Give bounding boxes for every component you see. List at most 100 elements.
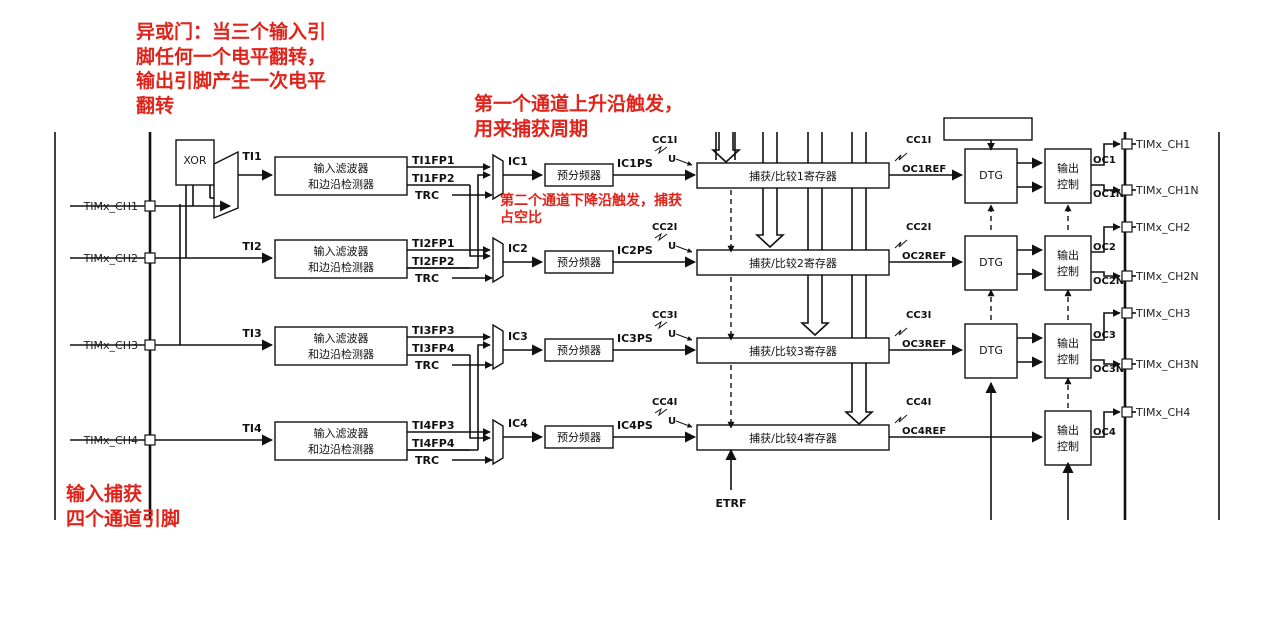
icps-label: IC2PS xyxy=(617,244,653,257)
input-pins-annotation: 输入捕获 四个通道引脚 xyxy=(66,483,181,530)
fp-label-a: TI1FP1 xyxy=(412,154,454,167)
right-pin-6[interactable] xyxy=(1121,358,1133,370)
filter-label-line1: 输入滤波器 xyxy=(314,331,369,345)
xor-gate xyxy=(175,139,215,186)
ti-label: TI2 xyxy=(242,240,261,253)
ic-label: IC4 xyxy=(508,417,528,430)
right-pin-2[interactable] xyxy=(1121,184,1133,196)
dtg-label: DTG xyxy=(979,344,1003,357)
cci-label: CC4I xyxy=(652,397,677,408)
capture-compare-register-1 xyxy=(696,162,890,189)
top-register-fragment xyxy=(943,117,1033,141)
etrf-label: ETRF xyxy=(715,497,746,510)
right-pin-label: TIMx_CH1 xyxy=(1135,138,1190,151)
right-pin-label: TIMx_CH2 xyxy=(1135,221,1190,234)
cci-label: CC3I xyxy=(652,310,677,321)
ti-label: TI1 xyxy=(242,150,261,163)
right-pin-7[interactable] xyxy=(1121,406,1133,418)
input-selector-mux-4 xyxy=(492,418,504,466)
dtg-block-3 xyxy=(964,323,1018,379)
cci-out-label: CC4I xyxy=(906,397,931,408)
channel-row-1: TIMx_CH1TI1输入滤波器和边沿检测器TI1FP1TI1FP2TRCIC1… xyxy=(70,135,1124,213)
left-pin-3[interactable] xyxy=(144,339,156,351)
filter-label-line1: 输入滤波器 xyxy=(314,161,369,175)
right-pin-label: TIMx_CH3N xyxy=(1135,358,1199,371)
ocref-label: OC3REF xyxy=(902,339,946,350)
ti-label: TI4 xyxy=(242,422,262,435)
right-pin-label: TIMx_CH3 xyxy=(1135,307,1190,320)
fp-label-b: TI3FP4 xyxy=(412,342,455,355)
filter-label-line2: 和边沿检测器 xyxy=(308,347,374,361)
oc-label: OC3 xyxy=(1093,330,1116,341)
fp-label-a: TI4FP3 xyxy=(412,419,454,432)
u-label: U xyxy=(668,416,676,427)
oc-label: OC2N xyxy=(1093,276,1124,287)
input-filter-block-4 xyxy=(274,421,408,461)
fp-label-a: TI2FP1 xyxy=(412,237,454,250)
filter-label-line2: 和边沿检测器 xyxy=(308,177,374,191)
dtg-label: DTG xyxy=(979,169,1003,182)
cci-out-label: CC3I xyxy=(906,310,931,321)
output-control-label-1: 输出 xyxy=(1057,336,1079,350)
fp-label-b: TI2FP2 xyxy=(412,255,454,268)
u-label: U xyxy=(668,329,676,340)
u-label: U xyxy=(668,241,676,252)
left-pin-1[interactable] xyxy=(144,200,156,212)
u-label: U xyxy=(668,154,676,165)
input-filter-block-3 xyxy=(274,326,408,366)
ocref-label: OC4REF xyxy=(902,426,946,437)
right-pin-5[interactable] xyxy=(1121,307,1133,319)
ic-label: IC1 xyxy=(508,155,528,168)
xor-label: XOR xyxy=(183,154,206,167)
filter-label-line2: 和边沿检测器 xyxy=(308,442,374,456)
ti-label: TI3 xyxy=(242,327,261,340)
cci-out-label: CC2I xyxy=(906,222,931,233)
right-pin-label: TIMx_CH4 xyxy=(1135,406,1190,419)
right-pin-label: TIMx_CH2N xyxy=(1135,270,1199,283)
left-pin-4[interactable] xyxy=(144,434,156,446)
trc-label: TRC xyxy=(415,359,439,372)
fp-label-a: TI3FP3 xyxy=(412,324,454,337)
cci-label: CC2I xyxy=(652,222,677,233)
prescaler-label: 预分频器 xyxy=(557,343,601,357)
filter-label-line2: 和边沿检测器 xyxy=(308,260,374,274)
right-pin-1[interactable] xyxy=(1121,138,1133,150)
input-filter-block-1 xyxy=(274,156,408,196)
output-control-label-1: 输出 xyxy=(1057,161,1079,175)
fp-label-b: TI4FP4 xyxy=(412,437,455,450)
trc-label: TRC xyxy=(415,272,439,285)
oc-label: OC3N xyxy=(1093,364,1124,375)
cci-out-label: CC1I xyxy=(906,135,931,146)
ic-label: IC2 xyxy=(508,242,528,255)
output-control-block-3 xyxy=(1044,323,1092,379)
dtg-block-1 xyxy=(964,148,1018,204)
capture-compare-register-2 xyxy=(696,249,890,276)
right-pin-label: TIMx_CH1N xyxy=(1135,184,1199,197)
input-filter-block-2 xyxy=(274,239,408,279)
output-control-label-2: 控制 xyxy=(1057,439,1079,453)
right-pin-4[interactable] xyxy=(1121,270,1133,282)
cc-register-label: 捕获/比较4寄存器 xyxy=(749,431,837,445)
input-selector-mux-3 xyxy=(492,323,504,371)
cc-register-label: 捕获/比较2寄存器 xyxy=(749,256,837,270)
output-control-block-2 xyxy=(1044,235,1092,291)
prescaler-label: 预分频器 xyxy=(557,430,601,444)
icps-label: IC1PS xyxy=(617,157,653,170)
trc-label: TRC xyxy=(415,189,439,202)
input-selector-mux-1 xyxy=(492,153,504,201)
right-pin-3[interactable] xyxy=(1121,221,1133,233)
cci-label: CC1I xyxy=(652,135,677,146)
capture-compare-register-3 xyxy=(696,337,890,364)
ocref-label: OC2REF xyxy=(902,251,946,262)
input-selector-mux-2 xyxy=(492,236,504,284)
prescaler-label: 预分频器 xyxy=(557,168,601,182)
left-pin-2[interactable] xyxy=(144,252,156,264)
cc-register-label: 捕获/比较3寄存器 xyxy=(749,344,837,358)
ch2-falling-annotation: 第二个通道下降沿触发，捕获 占空比 xyxy=(500,193,682,226)
output-control-label-2: 控制 xyxy=(1057,352,1079,366)
xor-annotation: 异或门：当三个输入引 脚任何一个电平翻转， 输出引脚产生一次电平 翻转 xyxy=(136,21,327,118)
dtg-label: DTG xyxy=(979,256,1003,269)
